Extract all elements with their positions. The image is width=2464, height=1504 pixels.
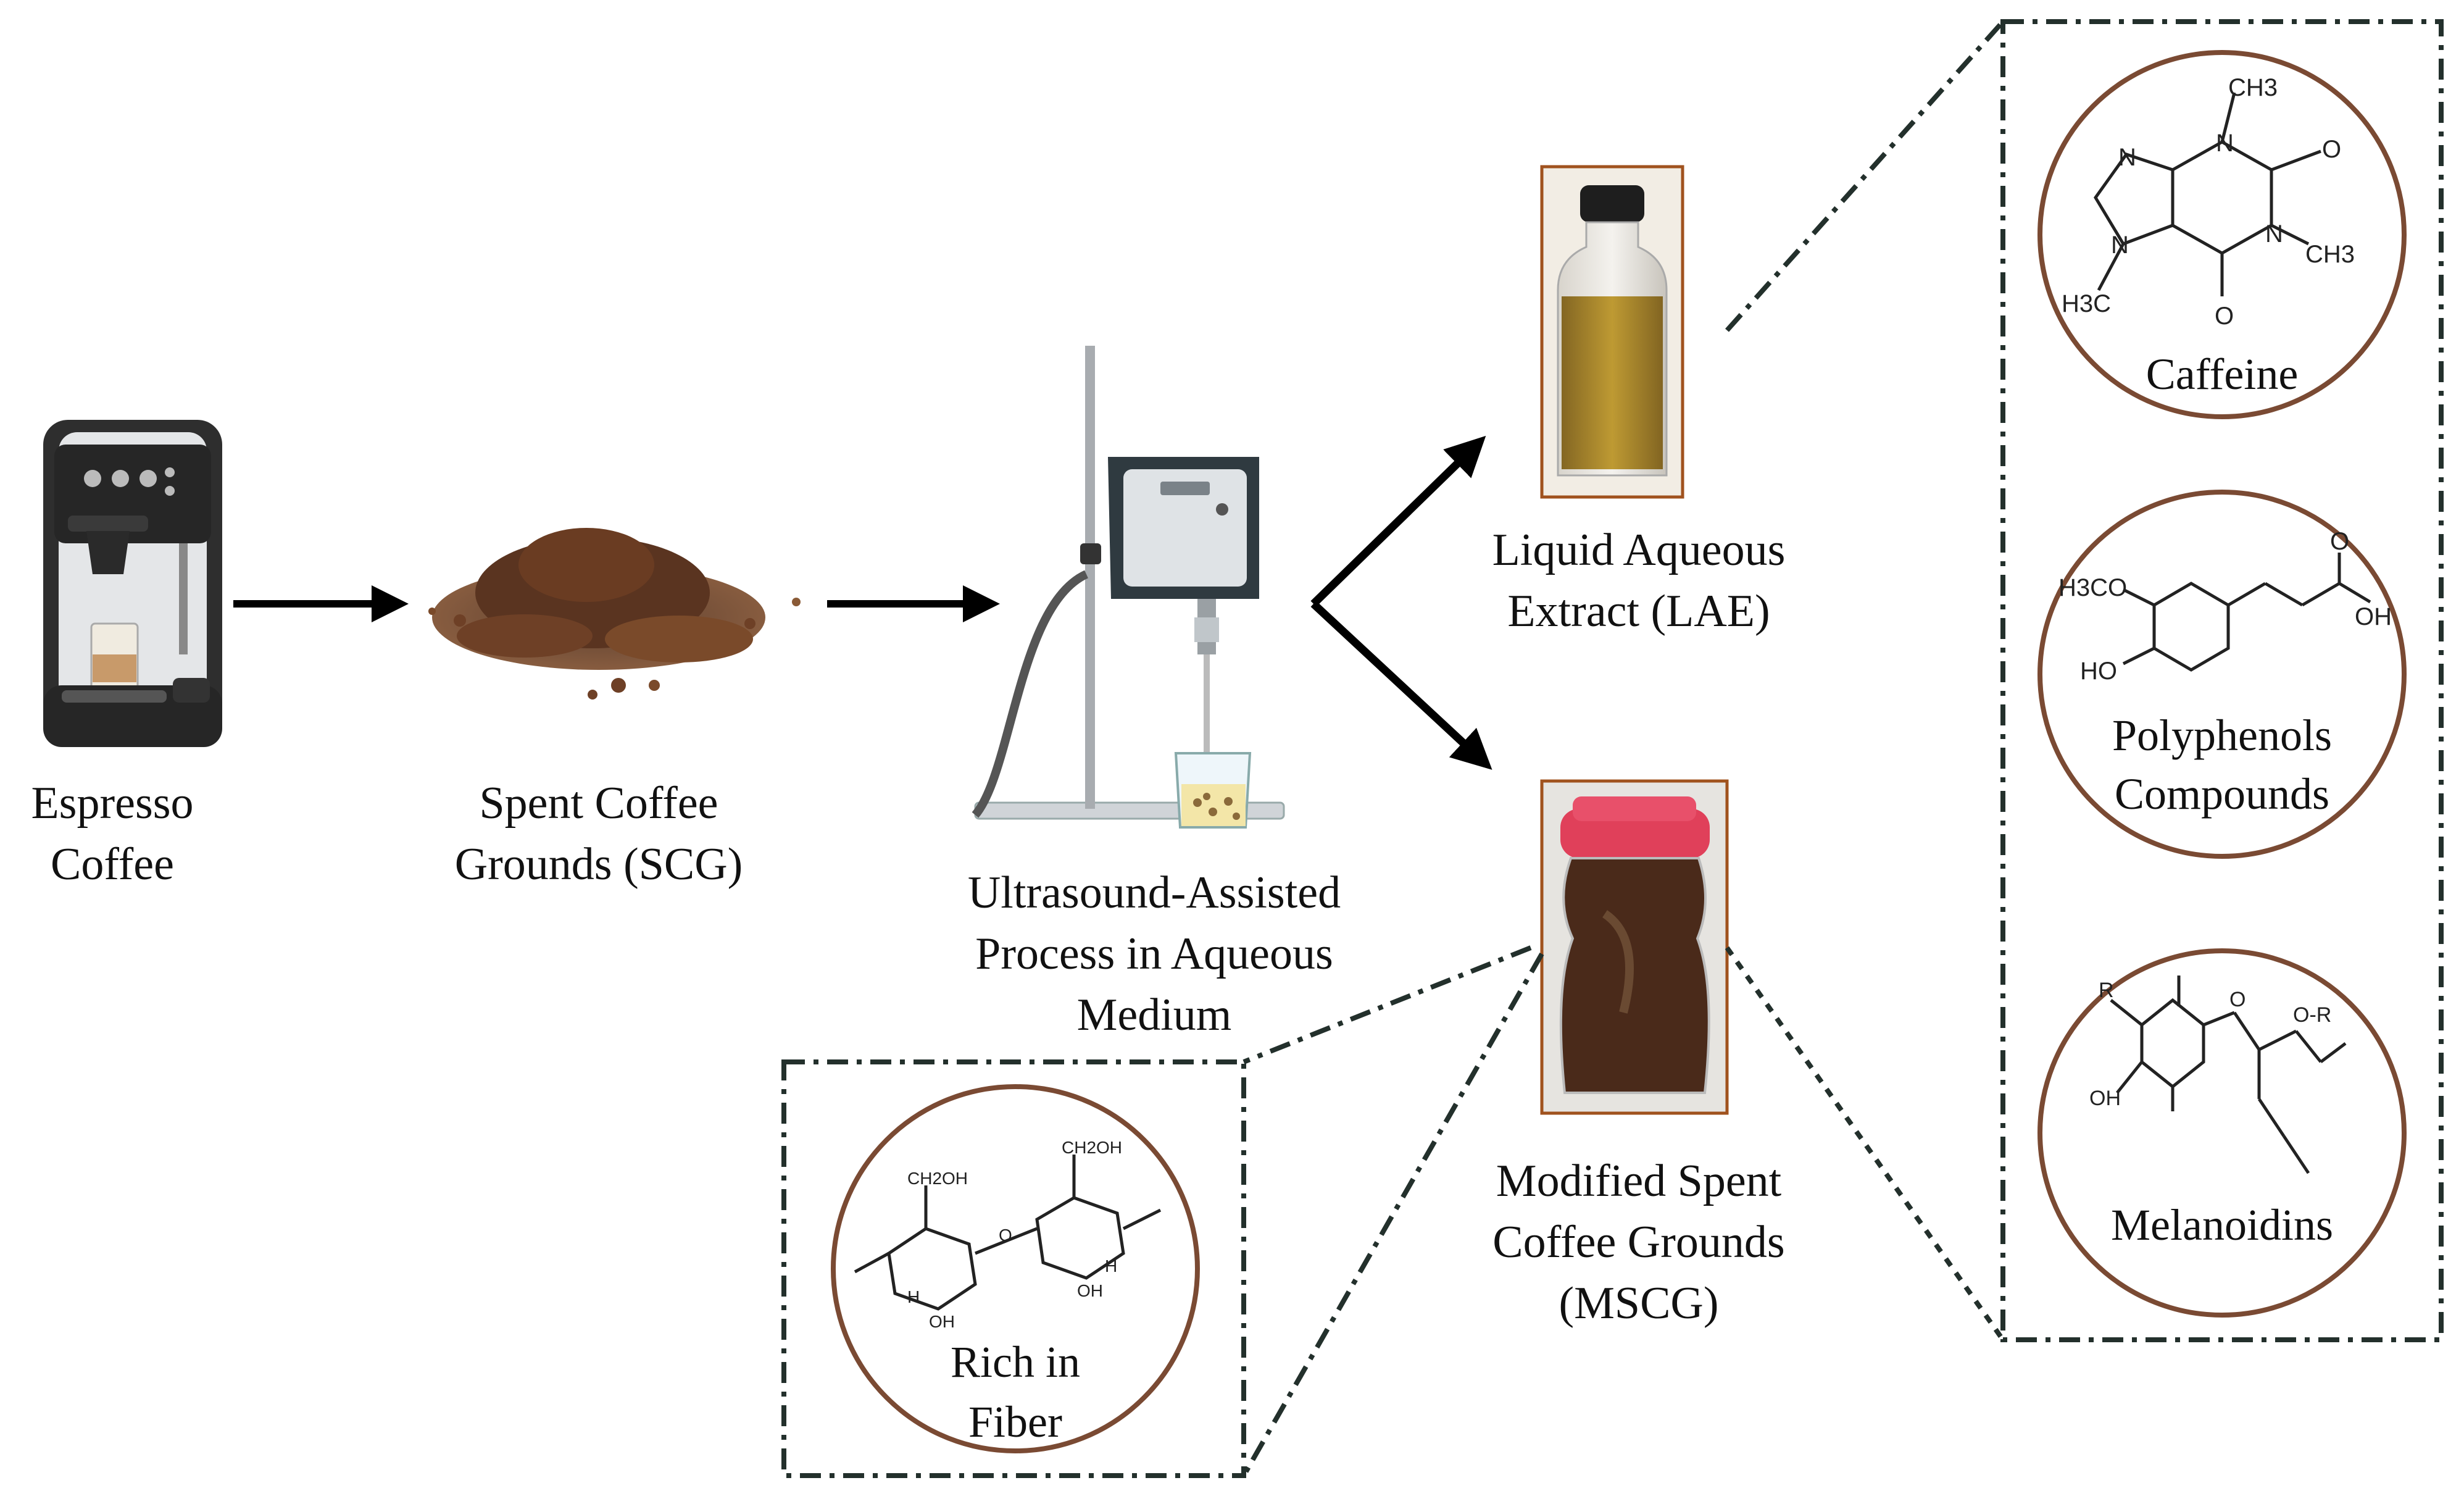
fiber-h-2: H: [1105, 1256, 1117, 1276]
fiber-oh-2: OH: [1077, 1281, 1103, 1300]
connector-mscg-bottom: [1725, 946, 2005, 1342]
espresso-machine-icon: [43, 420, 222, 747]
lae-vial-photo: [1540, 165, 1684, 499]
fiber-label-2: Fiber: [968, 1397, 1062, 1447]
caffeine-circle: CH3 O N N N CH3 N H3C O Caffeine: [2037, 50, 2407, 419]
fiber-oh-1: OH: [929, 1312, 955, 1331]
melanoidins-circle: R O O-R OH Melanoidins: [2037, 948, 2407, 1318]
melanoidin-or: O-R: [2293, 1003, 2331, 1027]
espresso-label-2: Coffee: [51, 839, 174, 890]
fiber-ch2oh-1: CH2OH: [907, 1169, 968, 1188]
mscg-label-2: Coffee Grounds: [1492, 1217, 1784, 1268]
polyphenols-circle: H3CO HO O OH Polyphenols Compounds: [2037, 490, 2407, 859]
coffee-grounds-icon: [428, 528, 801, 700]
polyphenols-label: Polyphenols: [2112, 711, 2332, 760]
fiber-circle: CH2OH CH2OH O OH OH H H Rich in Fiber: [831, 1084, 1200, 1453]
polyphenols-label-2: Compounds: [2115, 769, 2329, 819]
polyphenol-oh: OH: [2355, 603, 2392, 630]
polyphenol-structure: [2122, 553, 2371, 672]
caffeine-o2: O: [2215, 303, 2234, 330]
melanoidin-structure: [2110, 976, 2347, 1174]
mscg-jar-photo: [1540, 779, 1729, 1115]
sonicator-icon: [972, 346, 1285, 829]
fiber-ch2oh-2: CH2OH: [1062, 1138, 1122, 1157]
process-label: Ultrasound-Assisted: [968, 867, 1341, 918]
compounds-box: [2000, 19, 2444, 1342]
scg-label: Spent Coffee: [479, 778, 718, 829]
caffeine-n3: N: [2216, 130, 2234, 157]
polyphenol-o: O: [2330, 528, 2349, 555]
lae-label: Liquid Aqueous: [1492, 525, 1786, 575]
process-label-2: Process in Aqueous: [975, 929, 1333, 979]
caffeine-ch3-right: CH3: [2305, 241, 2355, 268]
fiber-box: [781, 1059, 1246, 1478]
polyphenol-h3co: H3CO: [2058, 574, 2127, 601]
caffeine-ch3-top: CH3: [2228, 74, 2278, 101]
caffeine-label: Caffeine: [2146, 349, 2299, 399]
caffeine-n1: N: [2118, 144, 2136, 171]
melanoidin-o: O: [2229, 988, 2245, 1011]
polyphenol-ho: HO: [2080, 658, 2117, 685]
fiber-h-1: H: [907, 1287, 920, 1306]
process-label-3: Medium: [1077, 990, 1232, 1040]
melanoidin-oh: OH: [2089, 1087, 2121, 1110]
cellulose-structure: [854, 1155, 1162, 1311]
fiber-label: Rich in: [951, 1337, 1080, 1387]
caffeine-n4: N: [2265, 220, 2283, 248]
connector-mscg-fiber-bottom: [1241, 953, 1544, 1477]
caffeine-ch3-left: H3C: [2062, 290, 2111, 317]
melanoidins-label: Melanoidins: [2111, 1200, 2333, 1250]
arrow-to-lae: [1310, 435, 1486, 607]
connector-mscg-fiber-top: [1242, 945, 1532, 1064]
caffeine-o1: O: [2322, 136, 2341, 163]
caffeine-structure: [2094, 92, 2321, 296]
mscg-label-3: (MSCG): [1559, 1278, 1718, 1329]
mscg-label: Modified Spent: [1496, 1156, 1782, 1206]
fiber-o-link: O: [999, 1226, 1012, 1245]
arrow-to-mscg: [1310, 601, 1492, 770]
caffeine-n2: N: [2111, 232, 2129, 259]
connector-lae-top: [1725, 20, 2005, 332]
scg-label-2: Grounds (SCG): [455, 839, 743, 890]
espresso-label: Espresso: [31, 778, 193, 829]
lae-label-2: Extract (LAE): [1507, 586, 1770, 637]
melanoidin-r: R: [2099, 979, 2114, 1002]
